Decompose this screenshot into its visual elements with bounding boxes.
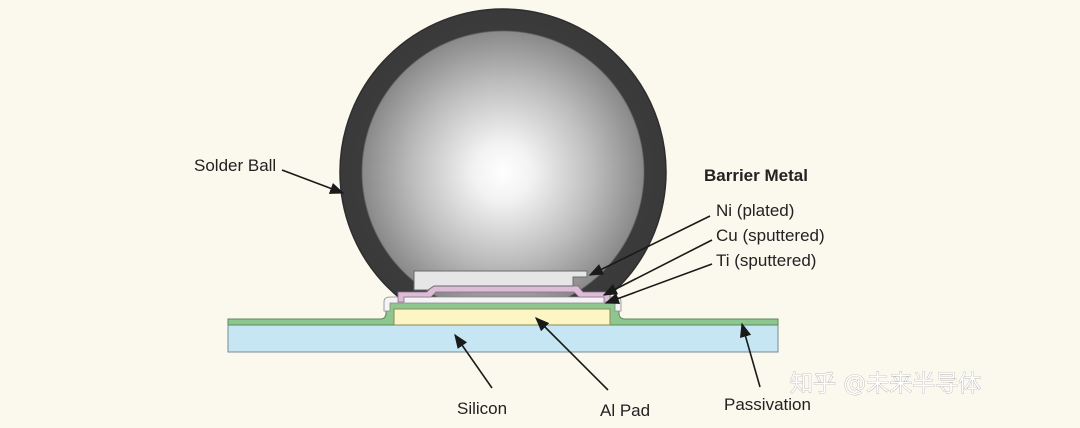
passivation-leader bbox=[740, 322, 761, 388]
silicon-label: Silicon bbox=[457, 399, 507, 418]
silicon-substrate bbox=[227, 324, 779, 353]
watermark: 知乎 @未来半导体 bbox=[790, 371, 981, 397]
ti-leader bbox=[604, 263, 713, 304]
al-pad-label: Al Pad bbox=[600, 401, 650, 420]
silicon-leader bbox=[454, 333, 493, 389]
al-pad-leader bbox=[534, 316, 609, 391]
passivation-label: Passivation bbox=[724, 395, 811, 414]
ni-label: Ni (plated) bbox=[716, 201, 794, 220]
ni-layer bbox=[413, 270, 588, 291]
cu-leader bbox=[602, 239, 713, 296]
ni-leader bbox=[588, 215, 711, 276]
solder-ball-leader bbox=[281, 169, 345, 194]
barrier-metal-label: Barrier Metal bbox=[704, 166, 808, 185]
solder-ball-label: Solder Ball bbox=[194, 156, 276, 175]
al-pad bbox=[393, 308, 611, 326]
ti-label: Ti (sputtered) bbox=[716, 251, 816, 270]
cu-label: Cu (sputtered) bbox=[716, 226, 825, 245]
